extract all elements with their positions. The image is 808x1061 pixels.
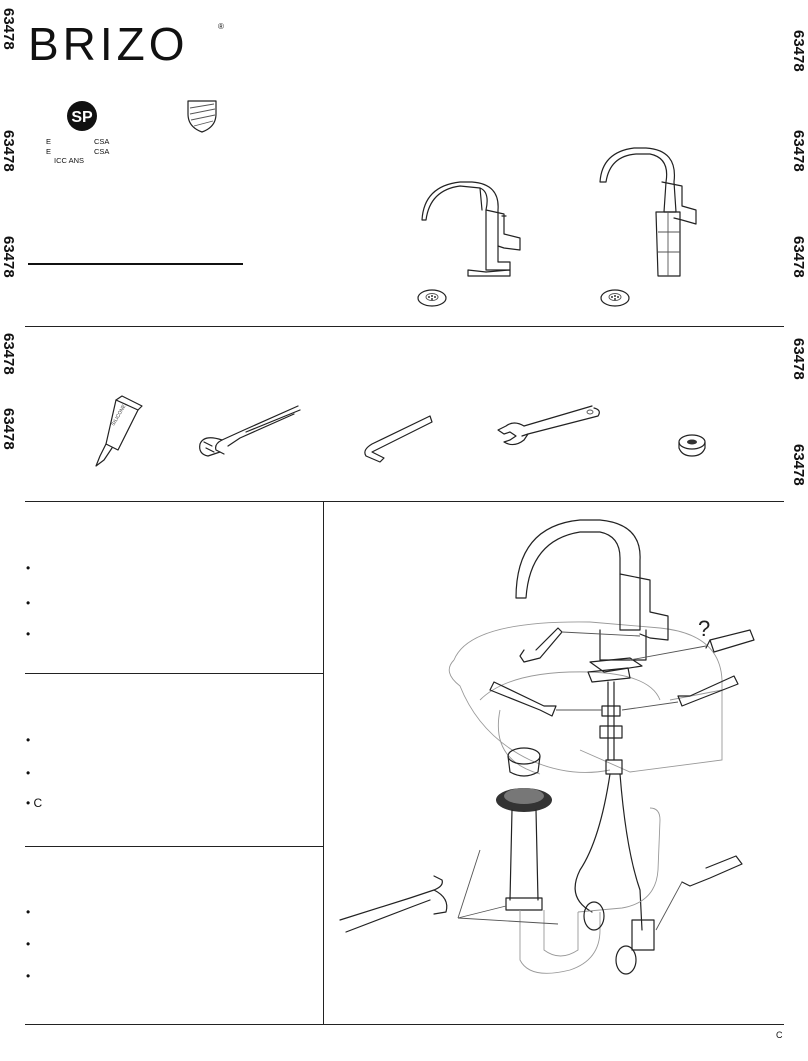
page-mark: C [776, 1030, 783, 1040]
supply-bullet-2: • [26, 937, 31, 951]
box-divider [25, 673, 323, 674]
model-code-side: 63478 [0, 333, 17, 375]
registered-mark: ® [218, 22, 224, 31]
model-code-side: 63478 [0, 236, 17, 278]
drain-bullet-1: • [26, 733, 31, 747]
svg-text:SP: SP [71, 109, 93, 126]
installation-exploded-diagram: ? [339, 519, 755, 975]
drain-cap-icon [600, 289, 630, 307]
drain-bullet-2: • [26, 766, 31, 780]
model-code-side: 63478 [790, 444, 807, 486]
model-code-side: 63478 [0, 8, 17, 50]
supply-bullet-1: • [26, 905, 31, 919]
title-underline [28, 263, 243, 265]
rubber-washer-icon [678, 434, 706, 457]
prep-bullet-2: • [26, 596, 31, 610]
svg-text:?: ? [698, 616, 710, 641]
model-code-side: 63478 [0, 408, 17, 450]
cert-line-2-left: E [46, 147, 52, 156]
section-divider [25, 501, 784, 502]
drain-cap-icon [417, 289, 447, 307]
faucet-short-illustration [421, 181, 521, 277]
hex-key-icon [364, 415, 433, 463]
adjustable-wrench-icon [497, 405, 600, 446]
model-code-side: 63478 [790, 130, 807, 172]
cert-line-1-right: CSA [94, 137, 110, 146]
model-code-side: 63478 [790, 338, 807, 380]
supply-bullet-3: • [26, 969, 31, 983]
section-divider [25, 326, 784, 327]
model-code-side: 63478 [790, 236, 807, 278]
prep-bullet-3: • [26, 627, 31, 641]
shield-mark-icon [187, 100, 217, 133]
faucet-tall-illustration [599, 147, 697, 277]
pliers-icon [199, 405, 301, 457]
model-code-side: 63478 [790, 30, 807, 72]
column-divider [323, 501, 324, 1024]
cert-line-2-right: CSA [94, 147, 110, 156]
brand-logo: BRIZO [28, 18, 189, 70]
drain-bullet-3: • C [26, 796, 43, 810]
cert-line-3-left: ICC ANS [54, 156, 85, 165]
cert-line-1-left: E [46, 137, 52, 146]
footer-rule [25, 1024, 784, 1025]
csa-mark-icon: SP [67, 101, 97, 131]
prep-bullet-1: • [26, 561, 31, 575]
box-divider [25, 846, 323, 847]
model-code-side: 63478 [0, 130, 17, 172]
silicone-tube-icon: SILICONE [95, 395, 143, 467]
